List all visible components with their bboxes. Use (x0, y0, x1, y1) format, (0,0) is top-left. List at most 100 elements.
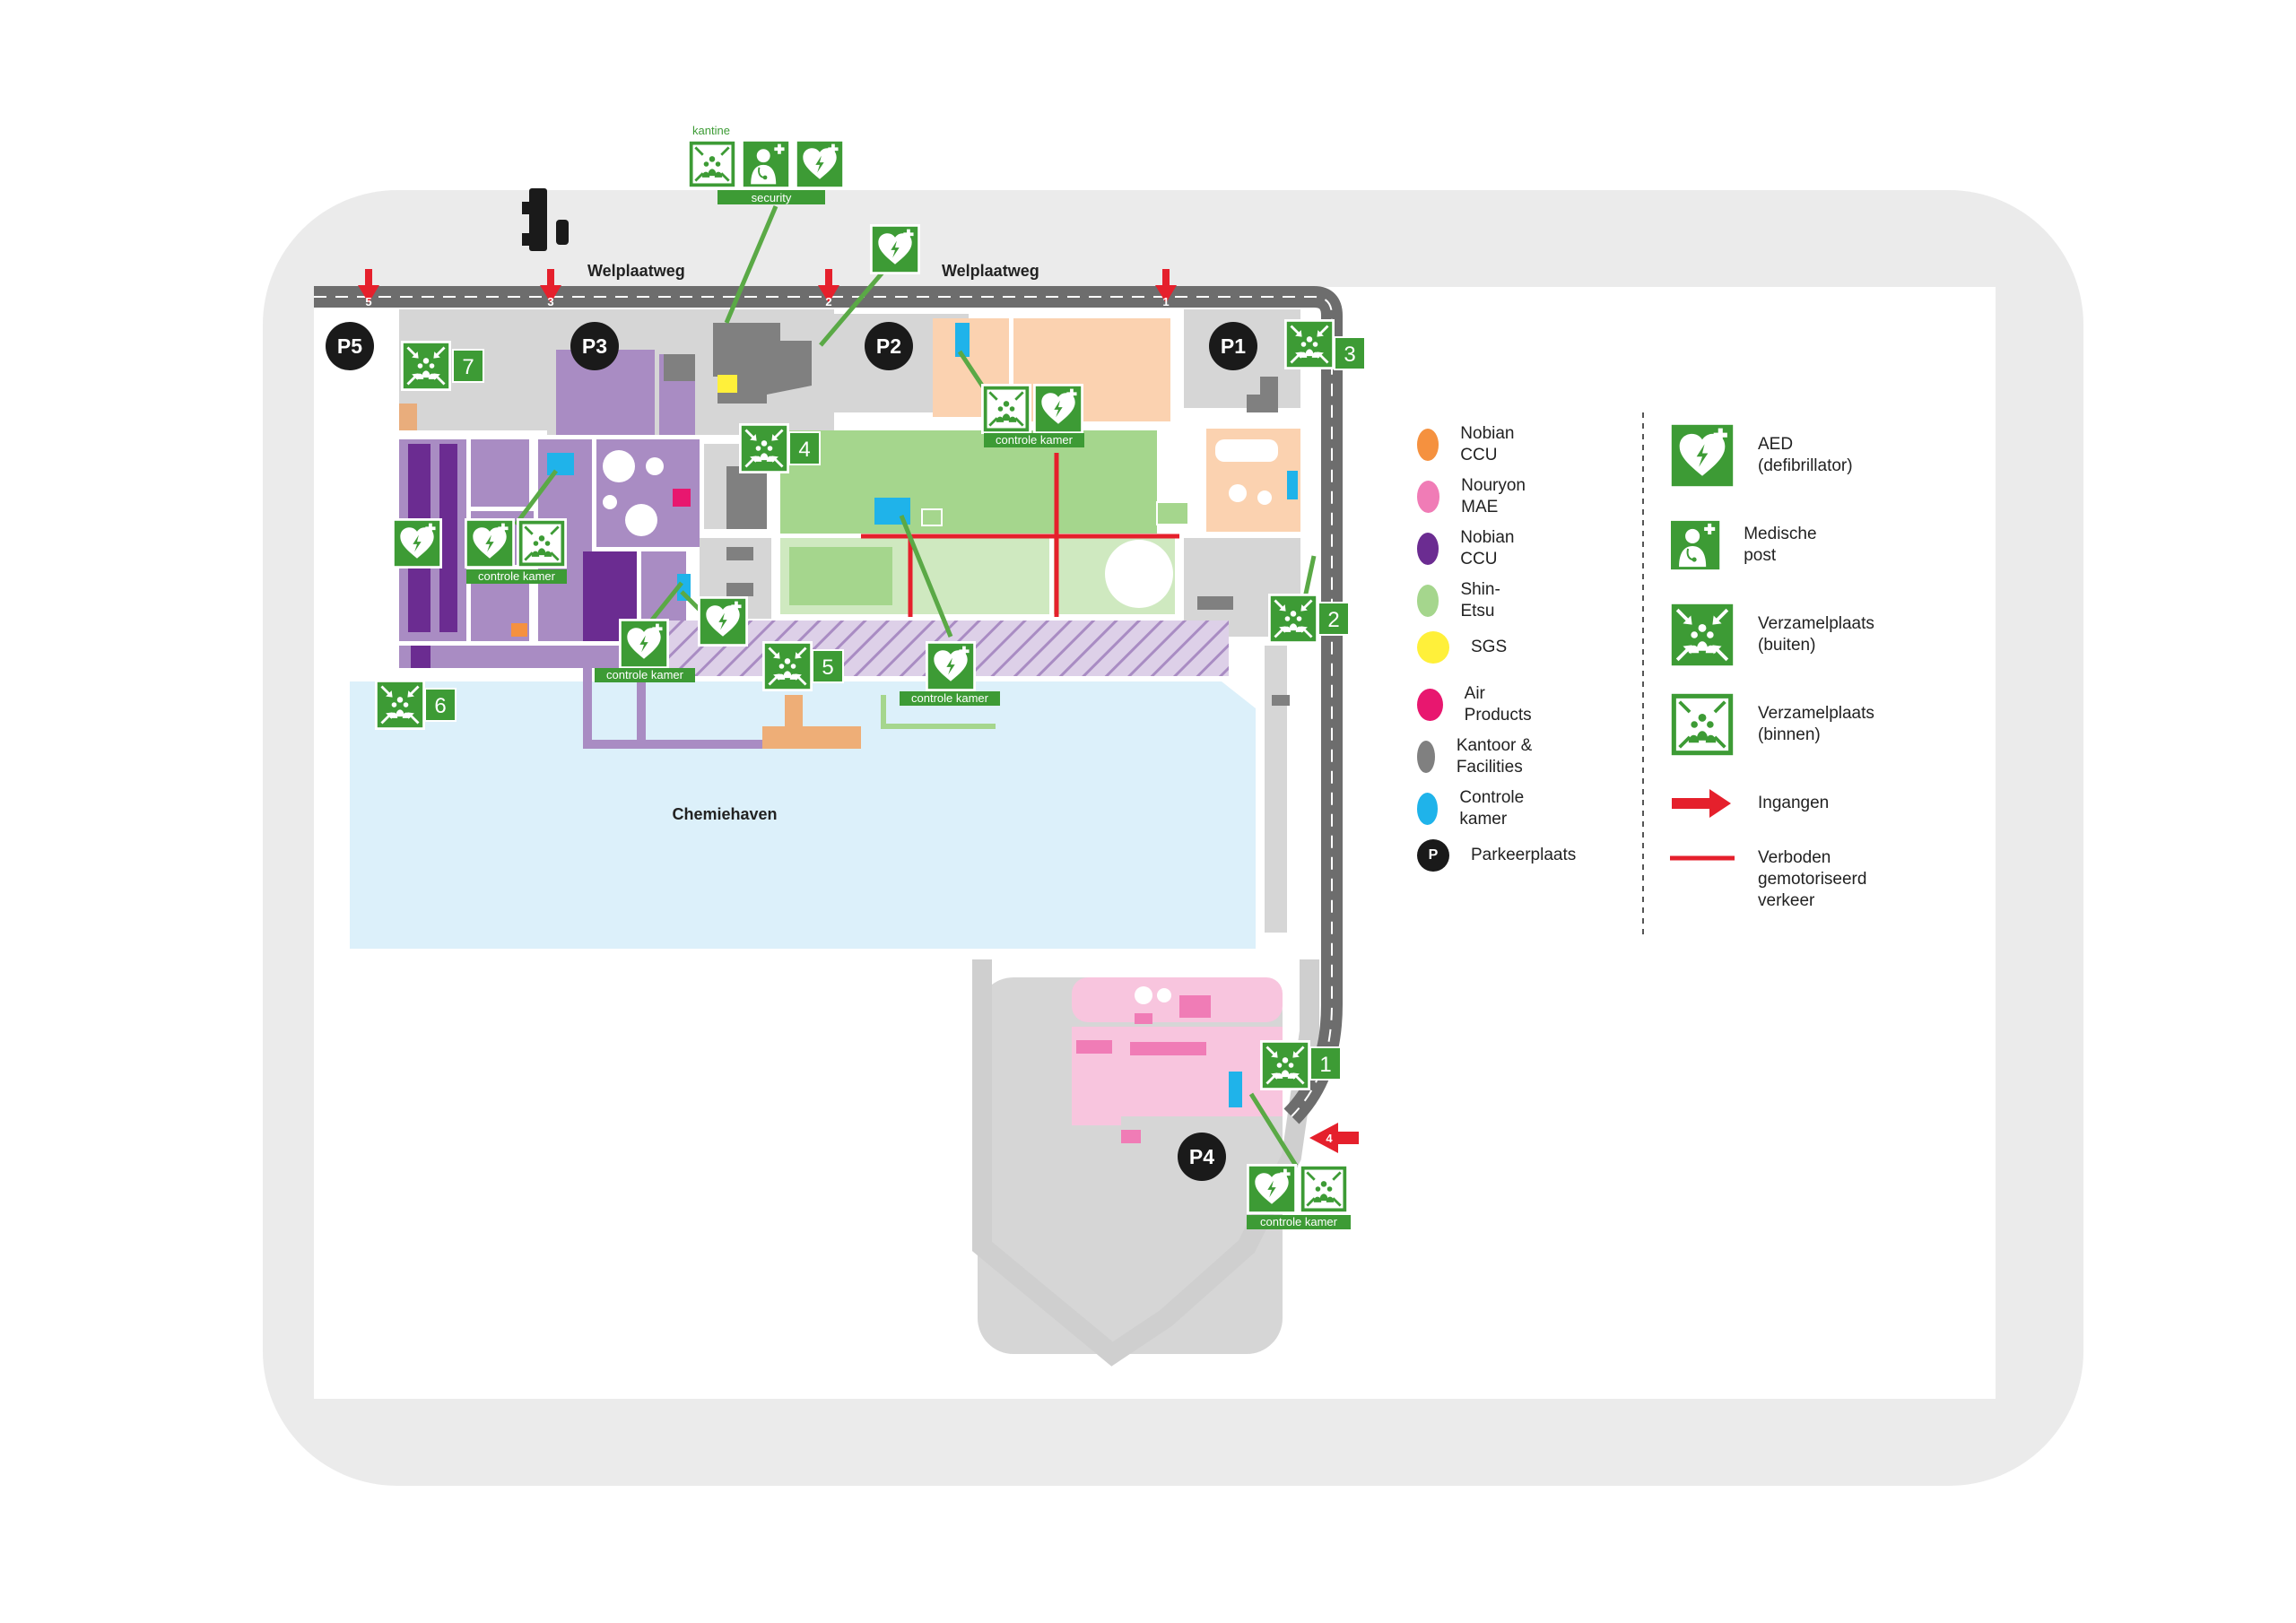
assembly-inside-icon (687, 139, 737, 189)
road-label-east: Welplaatweg (942, 262, 1039, 280)
truck-icon (522, 188, 569, 251)
parking-p2: P2 (865, 322, 913, 370)
icon-cluster-hatched-control: controle kamer (595, 596, 748, 682)
road-label-west: Welplaatweg (587, 262, 685, 280)
aed-icon (795, 139, 845, 189)
swatch-green (1417, 585, 1439, 617)
assembly-point-2: 2 (1268, 594, 1350, 644)
water-label: Chemiehaven (672, 805, 777, 823)
svg-text:3: 3 (1344, 343, 1355, 367)
entrance-3: 3 (540, 269, 561, 308)
assembly-point-5: 5 (762, 641, 844, 691)
svg-text:6: 6 (434, 694, 446, 718)
legend-item-nobian-ccu-orange: Nobian CCU (1417, 423, 1525, 466)
icon-cluster-purple-control: controle kamer (465, 518, 567, 584)
swatch-orange (1417, 429, 1439, 461)
swatch-gray (1417, 741, 1435, 773)
legend-label: Verboden gemotoriseerd verkeer (1758, 848, 1867, 910)
parking-p5: P5 (326, 322, 374, 370)
legend-item-ingangen: Ingangen (1668, 787, 1829, 820)
caption-controle-kamer: controle kamer (996, 433, 1074, 447)
legend-label: Shin-Etsu (1460, 580, 1500, 621)
icon-cluster-shin-etsu-control: controle kamer (900, 641, 1000, 706)
assembly-point-1: 1 (1260, 1040, 1342, 1090)
svg-text:4: 4 (1326, 1132, 1333, 1145)
svg-text:P4: P4 (1189, 1145, 1214, 1168)
entrance-arrow-icon (1672, 789, 1731, 818)
legend-label: Air Products (1464, 684, 1532, 725)
assembly-point-4: 4 (739, 423, 821, 473)
water-chemiehaven (350, 681, 1256, 949)
legend-label: Nouryon MAE (1461, 476, 1526, 516)
entrance-4: 4 (1309, 1123, 1359, 1153)
entrance-2: 2 (818, 269, 839, 308)
legend-label: SGS (1471, 638, 1508, 656)
legend-label: Medische post (1744, 525, 1817, 565)
svg-text:5: 5 (822, 655, 833, 680)
icon-pointer-lines (514, 205, 1317, 1167)
icon-cluster-security: kantine security (687, 124, 845, 204)
svg-text:5: 5 (365, 295, 371, 308)
legend-item-air-products: Air Products (1417, 683, 1538, 726)
nouryon-mae-area (1072, 977, 1283, 1143)
svg-text:P5: P5 (337, 334, 362, 358)
medical-post-icon (1668, 517, 1723, 573)
nobian-ccu-orange-area (399, 318, 1300, 749)
parking-p4: P4 (1178, 1133, 1226, 1181)
svg-text:2: 2 (825, 295, 831, 308)
swatch-purple (1417, 533, 1439, 565)
svg-text:P2: P2 (876, 334, 901, 358)
legend-item-aed: AED (defibrillator) (1668, 421, 1853, 490)
legend-item-nouryon-mae: Nouryon MAE (1417, 475, 1535, 518)
swatch-blue (1417, 793, 1439, 825)
assembly-point-3: 3 (1284, 319, 1366, 370)
caption-controle-kamer: controle kamer (911, 691, 989, 705)
caption-controle-kamer: controle kamer (1260, 1215, 1338, 1228)
icon-cluster-nouryon-control: controle kamer (1247, 1164, 1351, 1229)
legend-label: Kantoor & Facilities (1456, 736, 1533, 777)
shin-etsu-green-area (780, 430, 1189, 729)
parking-p3: P3 (570, 322, 619, 370)
entrance-1: 1 (1155, 269, 1177, 308)
legend-label: Controle kamer (1459, 788, 1525, 829)
legend-item-verzamelplaats-buiten: Verzamelplaats (buiten) (1668, 601, 1874, 669)
medical-post-icon (741, 139, 791, 189)
svg-text:2: 2 (1327, 608, 1339, 632)
legend-label: Verzamelplaats (buiten) (1758, 614, 1874, 655)
caption-security: security (752, 191, 792, 204)
parking-symbol-icon: P (1417, 839, 1449, 872)
parking-p1: P1 (1209, 322, 1257, 370)
legend-item-medische-post: Medische post (1668, 511, 1831, 579)
legend-item-verboden: Verboden gemotoriseerd verkeer (1668, 847, 1866, 912)
svg-text:7: 7 (462, 355, 474, 379)
legend-item-sgs: SGS (1417, 631, 1507, 664)
assembly-point-7: 7 (401, 341, 484, 391)
svg-text:1: 1 (1162, 295, 1169, 308)
legend-label: Nobian CCU (1460, 528, 1515, 568)
legend-item-shin-etsu: Shin-Etsu (1417, 579, 1510, 622)
legend-label: AED (defibrillator) (1758, 435, 1853, 475)
aed-icon (1668, 421, 1736, 490)
assembly-point-6: 6 (375, 680, 457, 730)
legend-item-nobian-ccu-purple: Nobian CCU (1417, 527, 1525, 570)
legend-label: Verzamelplaats (binnen) (1758, 704, 1874, 744)
svg-text:P3: P3 (582, 334, 607, 358)
caption-kantine: kantine (692, 124, 730, 137)
legend-item-kantoor-facilities: Kantoor & Facilities (1417, 735, 1537, 778)
swatch-pink (1417, 481, 1440, 513)
legend-label: Nobian CCU (1460, 424, 1515, 464)
aed-icon (870, 224, 920, 274)
assembly-inside-icon (1668, 690, 1736, 759)
caption-controle-kamer: controle kamer (606, 668, 684, 681)
no-motor-traffic-line-icon (1670, 855, 1735, 861)
caption-controle-kamer: controle kamer (478, 569, 556, 583)
svg-text:1: 1 (1319, 1053, 1331, 1077)
icon-cluster-orange-control: controle kamer (981, 384, 1084, 447)
entrance-5: 5 (358, 269, 379, 308)
swatch-magenta (1417, 689, 1443, 721)
legend-item-controle-kamer: Controle kamer (1417, 787, 1535, 830)
swatch-yellow (1417, 631, 1449, 664)
svg-text:4: 4 (798, 438, 810, 462)
legend-label: Ingangen (1758, 794, 1830, 812)
